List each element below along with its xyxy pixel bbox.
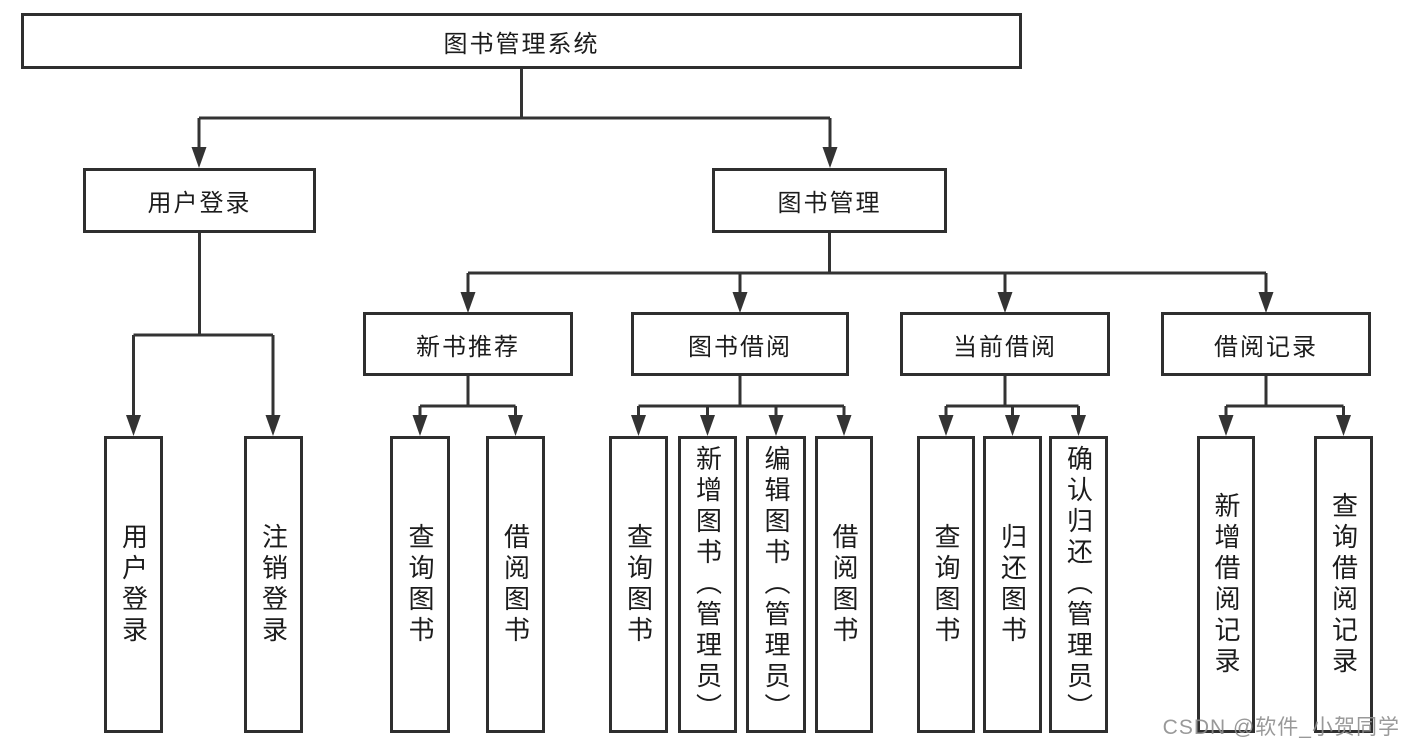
connector-borrow-record-to-leaves xyxy=(1224,375,1345,418)
node-leaf-confirm-return-admin: 确认归还（管理员） xyxy=(1049,436,1108,733)
node-book-borrowing: 图书借阅 xyxy=(631,312,849,376)
node-leaf-borrow-books-newrec: 借阅图书 xyxy=(486,436,545,733)
node-book-management: 图书管理 xyxy=(712,168,947,233)
node-leaf-query-books-newrec: 查询图书 xyxy=(390,436,450,733)
watermark: CSDN @软件_小贺同学 xyxy=(1162,716,1400,739)
node-new-book-recommendation: 新书推荐 xyxy=(363,312,573,376)
node-leaf-edit-book-admin: 编辑图书（管理员） xyxy=(746,436,806,733)
node-leaf-logout: 注销登录 xyxy=(244,436,303,733)
node-user-login: 用户登录 xyxy=(83,168,316,233)
connector-book-borrow-to-leaves xyxy=(637,375,846,418)
connector-new-book-rec-to-leaves xyxy=(418,375,517,418)
connector-user-login-to-leaves xyxy=(132,232,275,418)
node-leaf-add-borrow-record: 新增借阅记录 xyxy=(1197,436,1255,733)
connector-current-borrow-to-leaves xyxy=(944,375,1080,418)
connector-root-to-level2 xyxy=(197,68,832,150)
node-current-borrowing: 当前借阅 xyxy=(900,312,1110,376)
node-leaf-query-books-borrow: 查询图书 xyxy=(609,436,668,733)
node-leaf-return-book: 归还图书 xyxy=(983,436,1042,733)
node-leaf-borrow-books-borrow: 借阅图书 xyxy=(815,436,873,733)
node-borrowing-records: 借阅记录 xyxy=(1161,312,1371,376)
node-leaf-user-login: 用户登录 xyxy=(104,436,163,733)
arrowheads xyxy=(126,147,1351,436)
node-leaf-query-borrow-record: 查询借阅记录 xyxy=(1314,436,1373,733)
node-leaf-query-books-current: 查询图书 xyxy=(917,436,975,733)
node-leaf-add-book-admin: 新增图书（管理员） xyxy=(678,436,737,733)
node-library-system: 图书管理系统 xyxy=(21,13,1022,69)
connector-book-mgmt-to-level3 xyxy=(466,232,1268,295)
